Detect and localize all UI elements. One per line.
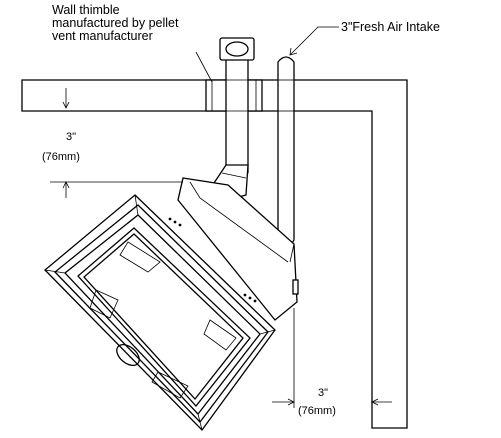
vent-dots-top bbox=[168, 217, 182, 227]
back-clearance-metric: (76mm) bbox=[42, 151, 80, 163]
side-clearance-value: 3" bbox=[318, 387, 328, 399]
thimble-label-line2: manufactured by pellet bbox=[52, 16, 179, 30]
leader-fresh-air bbox=[289, 26, 339, 56]
vent-pipe bbox=[211, 37, 255, 201]
wall bbox=[21, 79, 408, 429]
dimension-side-clearance: 3" (76mm) bbox=[272, 308, 392, 417]
vent-dots-side bbox=[243, 293, 257, 303]
fresh-air-intake-label: 3"Fresh Air Intake bbox=[341, 20, 440, 34]
stove-door bbox=[77, 227, 251, 408]
thimble-label-line3: vent manufacturer bbox=[52, 29, 153, 43]
side-clearance-metric: (76mm) bbox=[298, 405, 336, 417]
leader-thimble bbox=[195, 51, 213, 83]
thimble-label-line1: Wall thimble bbox=[52, 3, 120, 17]
pellet-stove bbox=[168, 177, 299, 321]
dimension-back-clearance: 3" (76mm) bbox=[42, 88, 183, 198]
back-clearance-value: 3" bbox=[66, 131, 76, 143]
